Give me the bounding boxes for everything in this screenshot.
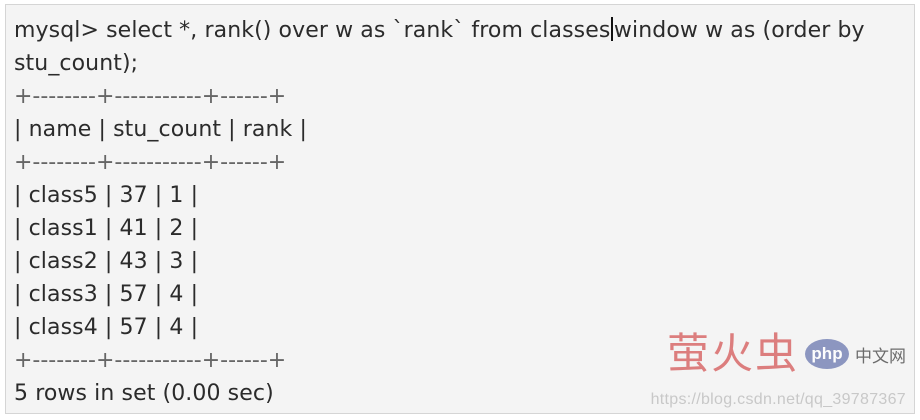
watermark-chinese-text: 萤火虫 xyxy=(666,329,799,378)
table-border-bottom: +--------+-----------+------+ xyxy=(14,348,287,373)
table-row: | class4 | 57 | 4 | xyxy=(14,315,199,340)
command-text-after-caret: window w as (order by stu_count); xyxy=(14,18,865,76)
command-line: mysql> select *, rank() over w as `rank`… xyxy=(14,14,904,80)
table-border-top: +--------+-----------+------+ xyxy=(14,84,287,109)
terminal-screenshot: mysql> select *, rank() over w as `rank`… xyxy=(5,4,915,414)
site-watermark: 萤火虫 php 中文网 xyxy=(667,333,906,375)
php-logo-icon: php xyxy=(805,339,849,369)
table-row: | class5 | 37 | 1 | xyxy=(14,183,199,208)
url-watermark: https://blog.csdn.net/qq_39787367 xyxy=(650,391,906,408)
table-row: | class3 | 57 | 4 | xyxy=(14,282,199,307)
watermark-suffix: 中文网 xyxy=(855,346,906,367)
result-status: 5 rows in set (0.00 sec) xyxy=(14,381,274,406)
table-header: | name | stu_count | rank | xyxy=(14,117,308,142)
command-text-before-caret: mysql> select *, rank() over w as `rank`… xyxy=(14,18,611,43)
table-border-mid: +--------+-----------+------+ xyxy=(14,150,287,175)
mysql-console: mysql> select *, rank() over w as `rank`… xyxy=(14,14,904,410)
text-caret xyxy=(611,17,613,41)
table-row: | class2 | 43 | 3 | xyxy=(14,249,199,274)
table-row: | class1 | 41 | 2 | xyxy=(14,216,199,241)
